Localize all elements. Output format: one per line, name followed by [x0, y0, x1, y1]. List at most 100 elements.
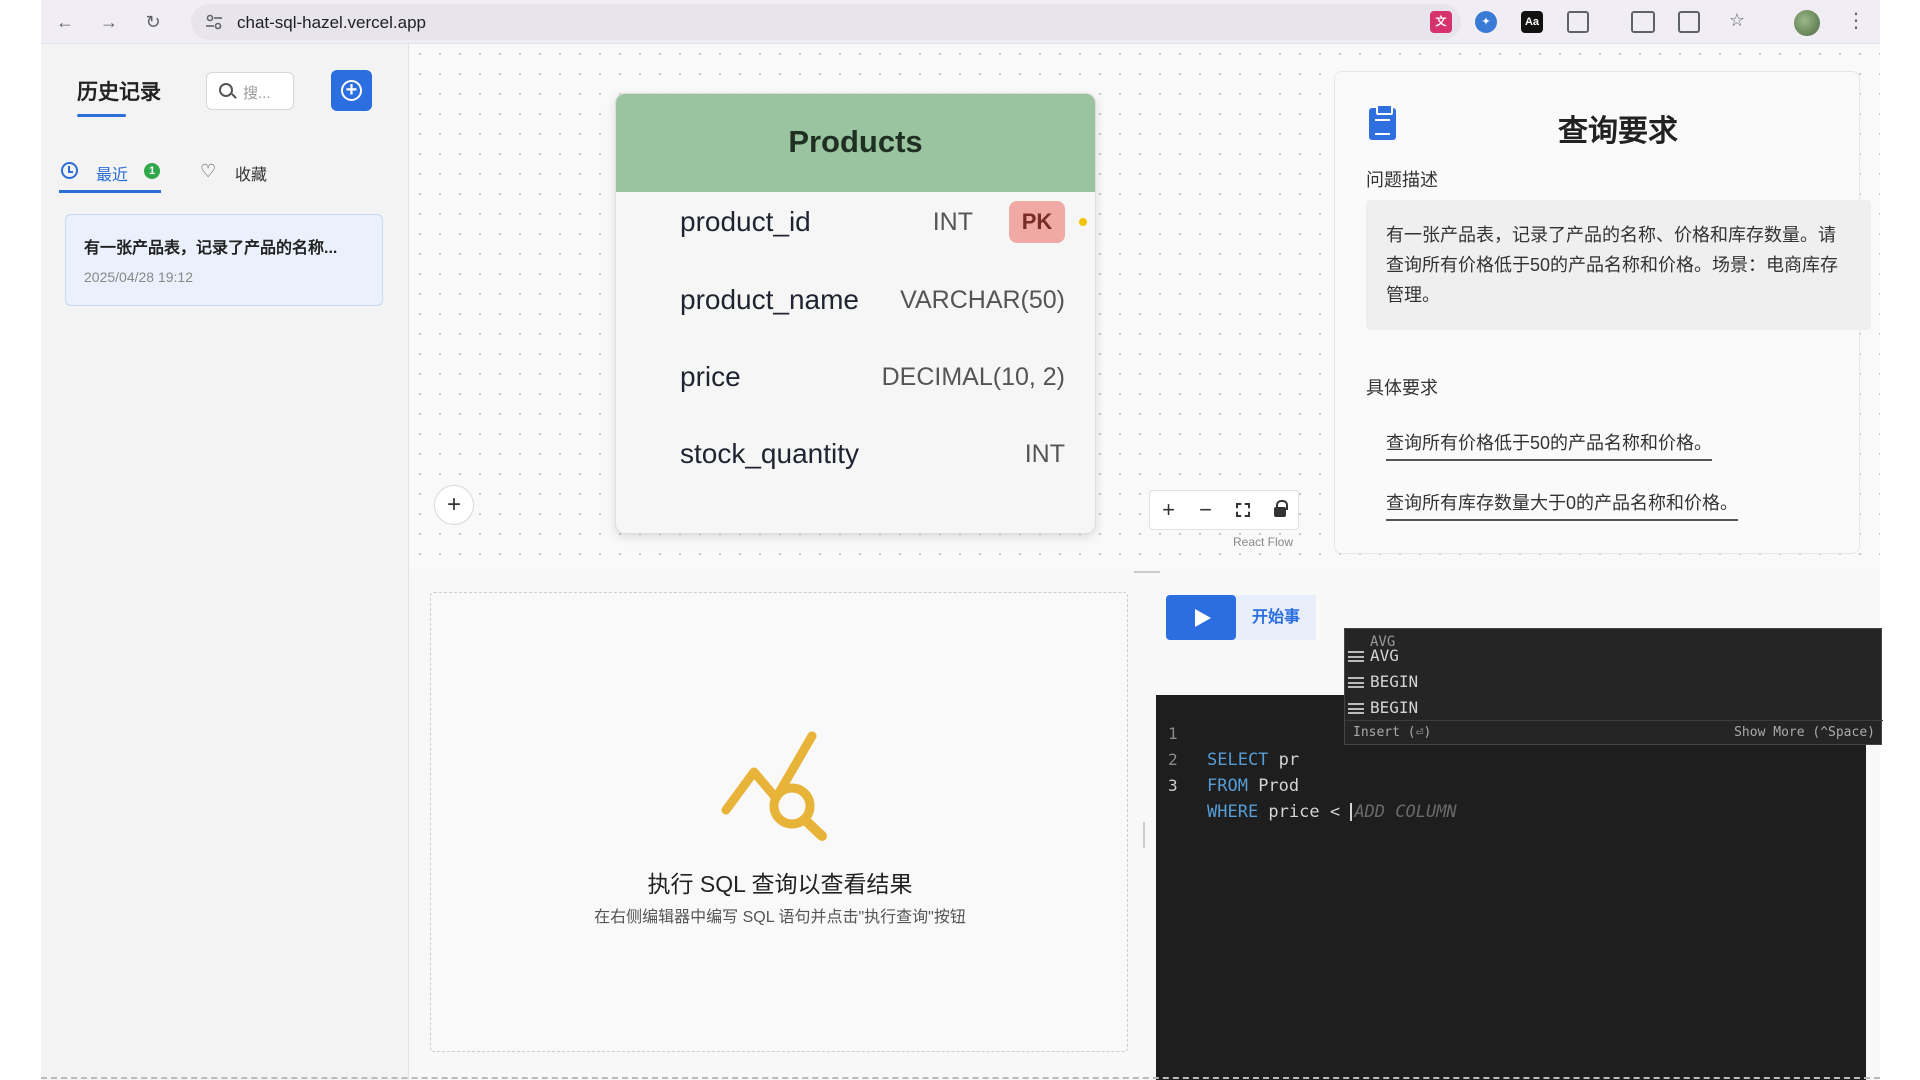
extension-bird-icon[interactable]: ✦	[1475, 11, 1497, 33]
app-root: 历史记录 搜... + 最近 1 ♡ 收藏 有一张产品表，记录了产品的名称...…	[41, 44, 1883, 1080]
history-item[interactable]: 有一张产品表，记录了产品的名称... 2025/04/28 19:12	[65, 214, 383, 306]
column-type: DECIMAL(10, 2)	[881, 363, 1065, 391]
table-node-products[interactable]: Products product_id INT PK product_name …	[615, 93, 1096, 534]
suggestion-footer: Insert (⏎) Show More (^Space)	[1345, 720, 1883, 744]
page-bottom-border	[41, 1077, 1880, 1079]
suggestion-label: BEGIN	[1370, 698, 1419, 717]
recent-count-badge: 1	[144, 163, 160, 179]
run-query-label[interactable]: 开始事	[1236, 595, 1316, 640]
fit-view-icon	[1236, 503, 1250, 517]
description-box: 有一张产品表，记录了产品的名称、价格和库存数量。请查询所有价格低于50的产品名称…	[1366, 200, 1871, 330]
search-placeholder: 搜...	[243, 85, 271, 102]
suggestion-label: BEGIN	[1370, 672, 1419, 691]
history-item-title: 有一张产品表，记录了产品的名称...	[84, 240, 338, 257]
sql-keyword: FROM	[1207, 776, 1248, 796]
react-flow-attribution[interactable]: React Flow	[1233, 535, 1294, 549]
spec-heading: 具体要求	[1366, 378, 1438, 398]
requirements-title: 查询要求	[1558, 115, 1678, 148]
line-number: 1	[1168, 724, 1178, 743]
forward-icon[interactable]: →	[100, 12, 118, 32]
url-text[interactable]: chat-sql-hazel.vercel.app	[237, 13, 426, 32]
zoom-in-button[interactable]: +	[1162, 497, 1175, 522]
show-more-hint[interactable]: Show More (^Space)	[1734, 725, 1875, 740]
reading-mode-icon[interactable]	[1631, 11, 1655, 33]
column-name: price	[680, 361, 741, 392]
column-type: INT	[1024, 440, 1065, 468]
problem-description: 有一张产品表，记录了产品的名称、价格和库存数量。请查询所有价格低于50的产品名称…	[1386, 225, 1839, 305]
clock-icon	[61, 162, 78, 179]
profile-avatar[interactable]	[1794, 10, 1820, 36]
lock-icon	[1274, 500, 1288, 517]
browser-toolbar: ← → ↻ chat-sql-hazel.vercel.app ☆ 文 ✦ Aa…	[41, 0, 1880, 44]
extension-translate-icon[interactable]: 文	[1430, 11, 1452, 33]
zoom-out-button[interactable]: −	[1199, 497, 1212, 522]
plus-circle-icon: +	[345, 79, 358, 101]
search-icon	[219, 83, 233, 97]
reading-list-icon[interactable]	[1678, 11, 1700, 33]
results-empty-subtitle: 在右侧编辑器中编写 SQL 语句并点击"执行查询"按钮	[594, 909, 966, 926]
table-name: Products	[788, 124, 923, 159]
column-name: product_name	[680, 284, 860, 315]
tab-favorites[interactable]: ♡ 收藏	[198, 152, 298, 192]
column-type: VARCHAR(50)	[900, 286, 1065, 314]
lock-button[interactable]	[1261, 491, 1298, 529]
code-text: pr	[1268, 750, 1300, 770]
new-chat-button[interactable]: +	[331, 70, 372, 111]
suggestion-item[interactable]: BEGIN	[1345, 695, 1883, 721]
schema-canvas[interactable]: + Products product_id INT PK product_nam…	[410, 44, 1880, 572]
suggestion-label: AVG	[1370, 646, 1399, 665]
column-row: stock_quantity INT	[616, 424, 1095, 484]
horizontal-resize-handle[interactable]	[1134, 571, 1160, 573]
address-bar[interactable]: chat-sql-hazel.vercel.app ☆	[191, 4, 1461, 40]
requirement-item[interactable]: 查询所有价格低于50的产品名称和价格。	[1386, 429, 1713, 461]
suggestion-item[interactable]: AVG AVG	[1345, 634, 1883, 669]
history-search-input[interactable]: 搜...	[206, 72, 294, 110]
site-settings-icon[interactable]	[205, 13, 223, 31]
code-line: 3 WHERE price < ADD COLUMN	[1156, 747, 1457, 822]
suggestion-partial: AVG	[1370, 634, 1396, 650]
tab-recent[interactable]: 最近 1	[59, 152, 161, 192]
add-node-button[interactable]: +	[434, 485, 474, 525]
column-name: product_id	[680, 206, 811, 237]
keyword-icon	[1348, 677, 1364, 688]
column-row: price DECIMAL(10, 2)	[616, 347, 1095, 407]
reload-icon[interactable]: ↻	[145, 12, 161, 32]
keyword-icon	[1348, 651, 1364, 662]
vertical-resize-handle[interactable]	[1143, 822, 1145, 848]
insert-hint: Insert (⏎)	[1353, 725, 1432, 740]
chart-search-icon	[721, 731, 827, 841]
results-empty-title: 执行 SQL 查询以查看结果	[647, 871, 913, 897]
keyword-icon	[1348, 703, 1364, 714]
column-name: stock_quantity	[680, 438, 859, 469]
primary-key-badge: PK	[1009, 201, 1065, 243]
sql-editor-panel: 开始事 1 SELECT pr 2 FROM Prod 3 WHERE pric…	[1156, 584, 1866, 1080]
flow-controls: + −	[1149, 490, 1299, 530]
browser-menu-icon[interactable]: ⋮	[1846, 10, 1866, 32]
results-panel: 执行 SQL 查询以查看结果 在右侧编辑器中编写 SQL 语句并点击"执行查询"…	[430, 592, 1128, 1052]
bookmarks-star-icon[interactable]: ☆	[1728, 10, 1746, 30]
sidebar-title: 历史记录	[77, 81, 161, 104]
ghost-suggestion: ADD COLUMN	[1354, 802, 1457, 822]
extensions-puzzle-icon[interactable]	[1567, 11, 1589, 33]
fit-view-button[interactable]	[1224, 491, 1261, 529]
description-heading: 问题描述	[1366, 170, 1438, 190]
heart-icon: ♡	[200, 161, 217, 181]
history-sidebar: 历史记录 搜... + 最近 1 ♡ 收藏 有一张产品表，记录了产品的名称...…	[41, 44, 409, 1080]
text-cursor	[1350, 803, 1353, 821]
code-text: Prod	[1247, 776, 1300, 796]
code-editor[interactable]: 1 SELECT pr 2 FROM Prod 3 WHERE price < …	[1156, 695, 1866, 1080]
requirement-item[interactable]: 查询所有库存数量大于0的产品名称和价格。	[1386, 489, 1739, 521]
code-line: 2 FROM Prod	[1156, 721, 1299, 796]
sql-keyword: WHERE	[1207, 802, 1259, 822]
tab-favorites-label: 收藏	[235, 167, 268, 184]
run-query-button[interactable]	[1166, 595, 1236, 640]
tab-recent-label: 最近	[96, 167, 129, 184]
suggestion-item[interactable]: BEGIN	[1345, 669, 1883, 695]
requirements-panel: 查询要求 问题描述 有一张产品表，记录了产品的名称、价格和库存数量。请查询所有价…	[1334, 71, 1871, 554]
connection-handle[interactable]	[1079, 218, 1087, 226]
line-number: 3	[1168, 776, 1178, 795]
code-line: 1 SELECT pr	[1156, 695, 1299, 770]
back-icon[interactable]: ←	[56, 12, 74, 32]
extension-dictionary-icon[interactable]: Aa	[1521, 11, 1543, 33]
code-text: price <	[1258, 802, 1351, 822]
